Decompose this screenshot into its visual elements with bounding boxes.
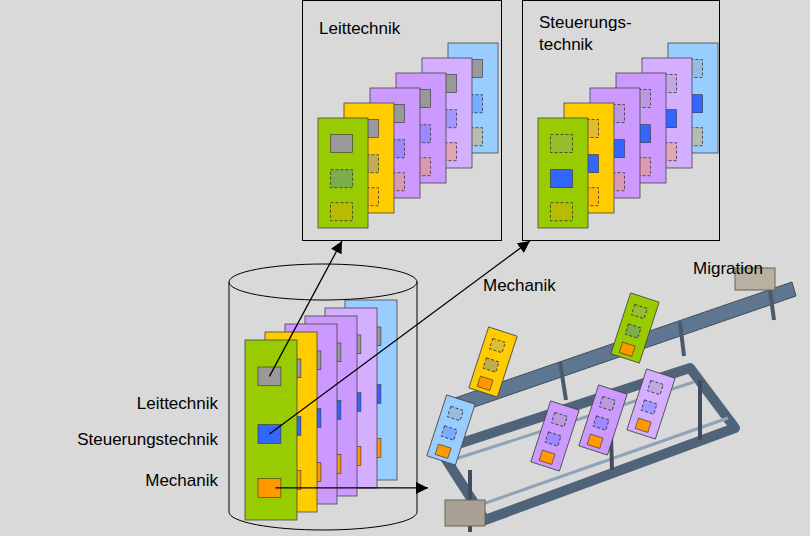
box-title: Steuerungs- technik bbox=[539, 12, 644, 56]
box-title: Leittechnik bbox=[319, 18, 400, 40]
group-box: Steuerungs- technik bbox=[522, 0, 720, 241]
module-card bbox=[469, 327, 517, 397]
database-cylinder: LeittechnikSteuerungstechnikMechanik bbox=[228, 262, 418, 532]
module-card bbox=[318, 118, 368, 228]
card-stack bbox=[538, 43, 718, 228]
machine-cards bbox=[427, 293, 675, 471]
card-stack bbox=[245, 300, 397, 520]
layer-label: Steuerungstechnik bbox=[77, 429, 218, 451]
box-title: Mechanik bbox=[483, 275, 556, 297]
machine-area: Mechanik bbox=[428, 270, 790, 532]
module-card bbox=[427, 395, 475, 465]
module-card bbox=[627, 369, 675, 439]
cylinder-outline bbox=[228, 262, 418, 532]
arrow-connector bbox=[269, 241, 529, 434]
conveyor-machine bbox=[440, 268, 796, 532]
module-card bbox=[579, 385, 627, 455]
module-card bbox=[245, 340, 297, 520]
layer-label: Mechanik bbox=[145, 470, 218, 492]
module-card bbox=[611, 293, 659, 363]
card-stack bbox=[318, 43, 498, 228]
annotation-label: Migration bbox=[693, 258, 763, 280]
group-box: Leittechnik bbox=[302, 0, 502, 241]
layer-label: Leittechnik bbox=[137, 393, 218, 415]
arrow-connector bbox=[269, 241, 342, 376]
module-card bbox=[531, 401, 579, 471]
module-card bbox=[538, 118, 588, 228]
arrow-connector bbox=[275, 487, 428, 488]
